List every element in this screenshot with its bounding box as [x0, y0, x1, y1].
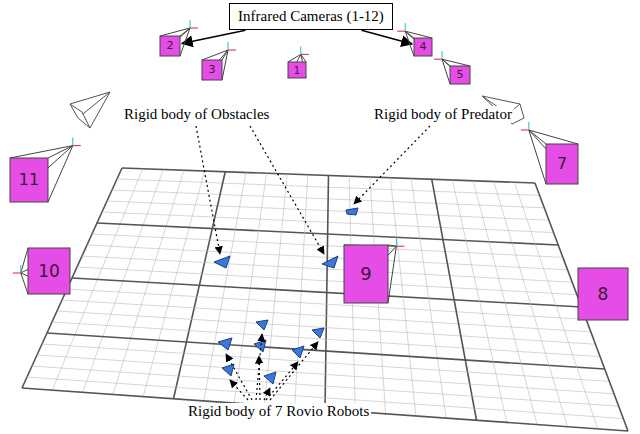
camera-white: [70, 92, 110, 128]
camera-node: 2: [160, 36, 180, 56]
camera-axis: [442, 51, 443, 59]
floor-grid: [22, 168, 628, 431]
camera-node: 10: [28, 248, 70, 294]
camera-axis: [228, 42, 229, 50]
camera-face: [578, 268, 628, 320]
callout-label: Rigid body of 7 Rovio Robots: [186, 403, 371, 420]
camera-axis: [72, 138, 73, 146]
camera-number: 1: [294, 65, 300, 76]
camera-number: 3: [209, 64, 216, 76]
camera-node: 11: [10, 158, 48, 202]
camera-axis: [228, 50, 236, 51]
camera-axis: [405, 23, 406, 31]
camera-number: 7: [557, 155, 567, 173]
callout-label: Rigid body of Obstacles: [122, 106, 271, 123]
camera-face: [160, 36, 180, 56]
camera-edge: [10, 146, 73, 158]
camera-axis: [300, 46, 301, 54]
camera-axis: [521, 130, 529, 131]
camera-number: 4: [420, 41, 427, 53]
camera-edge: [388, 246, 396, 303]
camera-number: 8: [598, 285, 609, 304]
camera-face: [450, 66, 470, 84]
camera-face: [10, 158, 48, 202]
camera-node: 3: [202, 60, 222, 80]
arrow-connector: [362, 30, 413, 44]
camera-edge: [442, 59, 450, 84]
camera-edge: [202, 50, 228, 80]
camera-axis: [13, 273, 21, 274]
title-box: Infrared Cameras (1-12): [229, 3, 393, 30]
camera-edge: [10, 146, 73, 202]
camera-edge: [21, 273, 28, 294]
camera-edge: [21, 248, 28, 273]
camera-axis: [190, 20, 191, 28]
camera-edge: [222, 50, 228, 80]
camera-edge: [442, 59, 470, 84]
arrow-connector: [182, 30, 246, 43]
camera-node: 9: [344, 245, 388, 303]
callout-label: Rigid body of Predator: [372, 106, 514, 123]
box-label: Infrared Cameras (1-12): [238, 8, 384, 25]
robot-body: [218, 320, 324, 384]
predator-body: [346, 208, 358, 215]
camera-edge: [529, 130, 578, 184]
camera-edge: [405, 31, 432, 56]
camera-face: [414, 38, 432, 56]
camera-number: 11: [19, 171, 39, 189]
camera-axis: [396, 238, 397, 246]
camera-edge: [529, 130, 578, 144]
camera-axis: [396, 246, 404, 247]
camera-number: 2: [167, 40, 174, 52]
camera-number: 10: [38, 262, 60, 281]
obstacle-body: [214, 256, 338, 268]
camera-node: 7: [546, 144, 578, 184]
camera-face: [344, 245, 388, 303]
camera-edge: [529, 130, 546, 184]
camera-edge: [160, 28, 190, 56]
camera-node: 5: [450, 66, 470, 84]
camera-node: 1: [288, 62, 306, 78]
camera-axis: [73, 145, 81, 146]
camera-node: 8: [578, 268, 628, 320]
camera-axis: [20, 265, 21, 273]
leader-line: [196, 126, 430, 400]
camera-edge: [388, 245, 396, 246]
camera-edge: [48, 146, 73, 202]
camera-axis: [301, 54, 309, 55]
camera-face: [546, 144, 578, 184]
camera-node: 4: [414, 38, 432, 56]
camera-face: [28, 248, 70, 294]
camera-face: [288, 62, 306, 78]
camera-number: 9: [360, 264, 371, 284]
camera-axis: [397, 31, 405, 32]
camera-face: [202, 60, 222, 80]
camera-number: 5: [457, 69, 464, 81]
camera-axis: [528, 122, 529, 130]
camera-axis: [434, 59, 442, 60]
camera-axis: [190, 28, 198, 29]
camera-edge: [405, 31, 414, 56]
